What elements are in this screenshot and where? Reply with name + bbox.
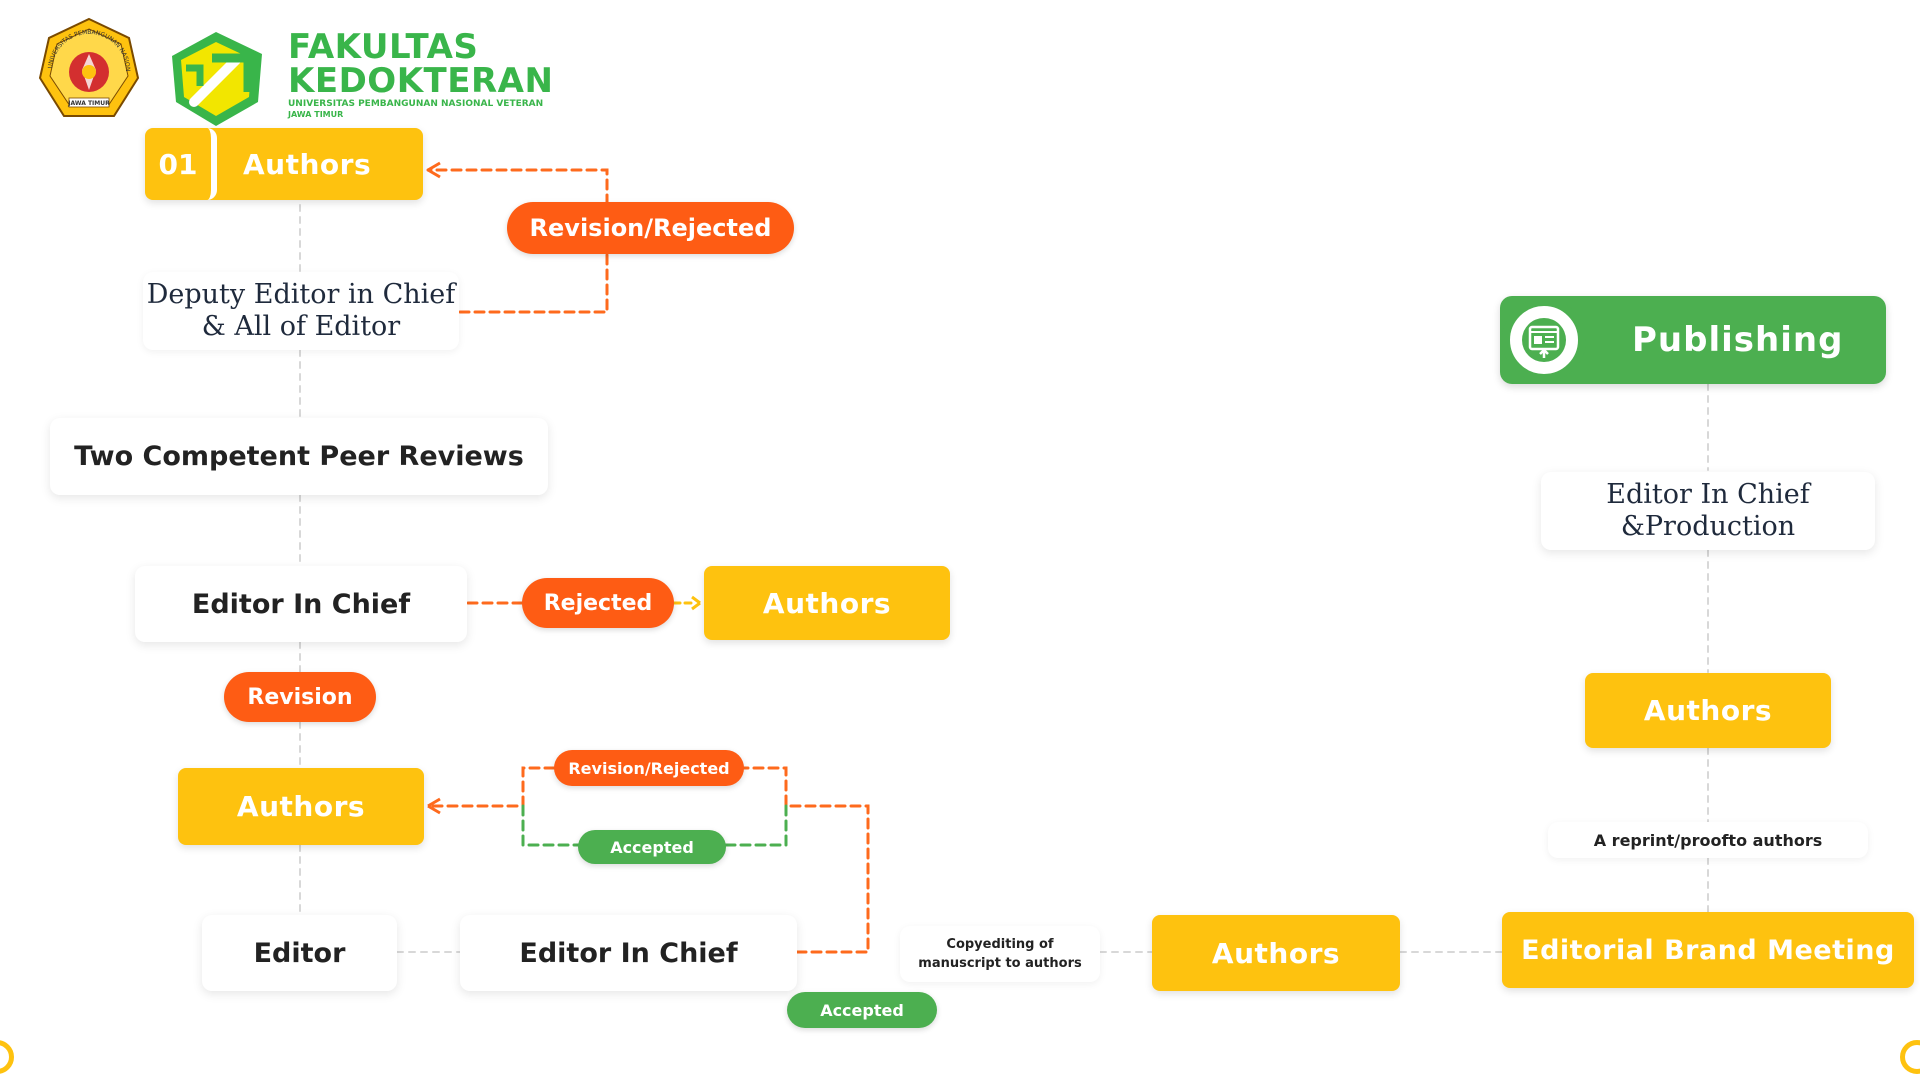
revision-rejected-label-small: Revision/Rejected [568, 758, 730, 778]
editor-node: Editor [202, 915, 397, 991]
accepted-label-bottom: Accepted [820, 1000, 904, 1020]
reprint-proof-node: A reprint/proof to authors [1548, 822, 1868, 858]
authors-copyedit-node: Authors [1152, 915, 1400, 991]
eic-production-line-1: Editor In Chief [1606, 478, 1810, 510]
editor-label: Editor [253, 937, 346, 969]
authors-start-label: Authors [243, 147, 372, 181]
web-publish-icon [1522, 318, 1566, 362]
accepted-pill-small: Accepted [578, 830, 726, 864]
revision-rejected-pill-top: Revision/Rejected [507, 202, 794, 254]
publishing-icon-badge [1502, 298, 1586, 382]
revision-label: Revision [247, 684, 353, 710]
accepted-pill-bottom: Accepted [787, 992, 937, 1028]
faculty-logo-icon [172, 32, 262, 126]
authors-rejected-label: Authors [762, 586, 892, 620]
deputy-line-1: Deputy Editor in Chief [146, 278, 456, 310]
step-number: 01 [158, 147, 198, 181]
authors-right-node: Authors [1585, 673, 1831, 748]
editorial-brand-meeting-label: Editorial Brand Meeting [1521, 934, 1895, 966]
accepted-label-small: Accepted [610, 837, 694, 857]
reprint-pre: A reprint/ [1593, 830, 1681, 850]
step-number-badge: 01 [145, 128, 217, 200]
brand-line-2: KEDOKTERAN [288, 61, 554, 101]
authors-revision-node: Authors [178, 768, 424, 845]
brand-region: JAWA TIMUR [288, 110, 344, 119]
eic-production-line-2: &Production [1620, 511, 1796, 542]
rejected-label: Rejected [543, 590, 653, 616]
seal-bottom-text: JAWA TIMUR [67, 100, 110, 107]
deputy-editor-node: Deputy Editor in Chief & All of Editor [143, 272, 459, 350]
corner-decoration-right [1900, 1040, 1920, 1074]
rejected-pill: Rejected [522, 578, 674, 628]
authors-right-label: Authors [1643, 694, 1773, 727]
copyediting-node: Copyediting of manuscript to authors [900, 926, 1100, 982]
faculty-brand: FAKULTAS KEDOKTERAN UNIVERSITAS PEMBANGU… [288, 30, 553, 120]
editor-in-chief-mid-label: Editor In Chief [191, 588, 411, 620]
reprint-post: to authors [1728, 830, 1823, 850]
revision-rejected-label-top: Revision/Rejected [529, 214, 772, 242]
authors-copyedit-label: Authors [1211, 936, 1341, 970]
authors-revision-label: Authors [236, 790, 366, 823]
copyediting-line-1: Copyediting of [946, 937, 1054, 952]
reprint-bold: proof [1680, 830, 1729, 850]
revision-rejected-pill-small: Revision/Rejected [554, 750, 744, 786]
editor-in-chief-bottom-node: Editor In Chief [460, 915, 797, 991]
university-seal-icon: UNIVERSITAS PEMBANGUNAN NASIONAL JAWA TI… [34, 16, 140, 117]
publishing-label: Publishing [1632, 320, 1844, 360]
brand-line-1: FAKULTAS [288, 27, 479, 67]
deputy-line-2: & All of Editor [201, 311, 401, 342]
editor-in-chief-mid-node: Editor In Chief [135, 566, 467, 642]
copyediting-line-2: manuscript to authors [918, 956, 1082, 971]
brand-university: UNIVERSITAS PEMBANGUNAN NASIONAL VETERAN [288, 99, 544, 109]
eic-production-node: Editor In Chief &Production [1541, 472, 1875, 550]
peer-reviews-node: Two Competent Peer Reviews [50, 418, 548, 495]
editorial-brand-meeting-node: Editorial Brand Meeting [1502, 912, 1914, 988]
authors-rejected-node: Authors [704, 566, 950, 640]
revision-pill: Revision [224, 672, 376, 722]
editor-in-chief-bottom-label: Editor In Chief [519, 937, 738, 969]
peer-reviews-label: Two Competent Peer Reviews [74, 441, 524, 472]
